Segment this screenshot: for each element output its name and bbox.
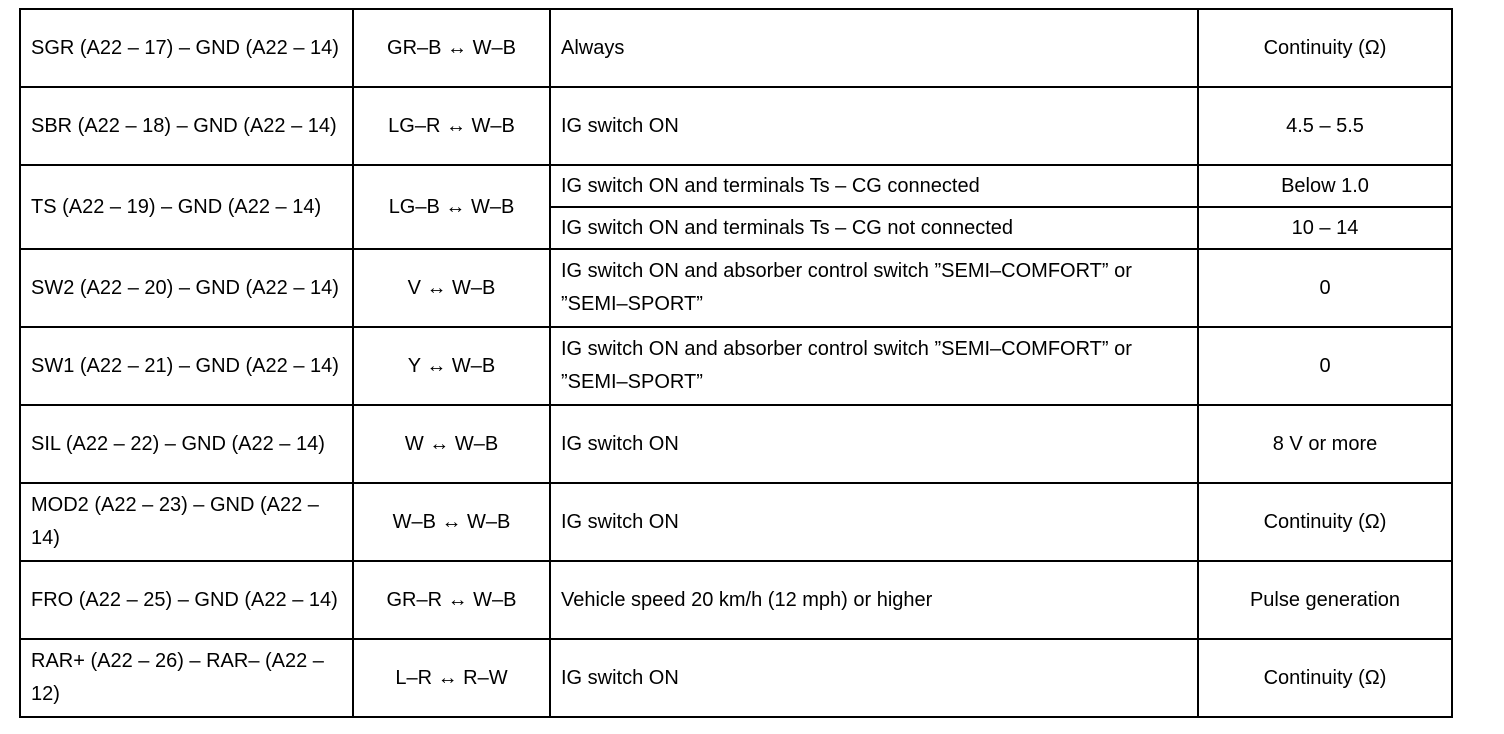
condition-cell: IG switch ON bbox=[549, 404, 1199, 484]
condition-cell: IG switch ON and absorber control switch… bbox=[549, 326, 1199, 406]
specified-condition-cell: 8 V or more bbox=[1197, 404, 1453, 484]
specified-condition-cell: Continuity (Ω) bbox=[1197, 8, 1453, 88]
wire-color-cell: LG–R ↔ W–B bbox=[352, 86, 551, 166]
condition-cell: IG switch ON and terminals Ts – CG not c… bbox=[549, 206, 1199, 250]
condition-cell: IG switch ON and terminals Ts – CG conne… bbox=[549, 164, 1199, 208]
wire-color-cell: Y ↔ W–B bbox=[352, 326, 551, 406]
condition-cell: IG switch ON bbox=[549, 482, 1199, 562]
specified-condition-cell: 0 bbox=[1197, 326, 1453, 406]
table-row: FRO (A22 – 25) – GND (A22 – 14) GR–R ↔ W… bbox=[19, 560, 1453, 640]
specified-condition-cell: Continuity (Ω) bbox=[1197, 638, 1453, 718]
table-row: SIL (A22 – 22) – GND (A22 – 14) W ↔ W–B … bbox=[19, 404, 1453, 484]
terminal-cell: SW1 (A22 – 21) – GND (A22 – 14) bbox=[19, 326, 354, 406]
condition-cell: Vehicle speed 20 km/h (12 mph) or higher bbox=[549, 560, 1199, 640]
specified-condition-cell: 0 bbox=[1197, 248, 1453, 328]
terminal-cell: SBR (A22 – 18) – GND (A22 – 14) bbox=[19, 86, 354, 166]
specified-condition-cell: Continuity (Ω) bbox=[1197, 482, 1453, 562]
specified-condition-cell: 4.5 – 5.5 bbox=[1197, 86, 1453, 166]
specified-condition-cell: 10 – 14 bbox=[1197, 206, 1453, 250]
table-row: SGR (A22 – 17) – GND (A22 – 14) GR–B ↔ W… bbox=[19, 8, 1453, 88]
terminal-spec-table: SGR (A22 – 17) – GND (A22 – 14) GR–B ↔ W… bbox=[19, 8, 1453, 718]
table-row: SW1 (A22 – 21) – GND (A22 – 14) Y ↔ W–B … bbox=[19, 326, 1453, 406]
wire-color-cell: L–R ↔ R–W bbox=[352, 638, 551, 718]
terminal-cell: FRO (A22 – 25) – GND (A22 – 14) bbox=[19, 560, 354, 640]
specified-condition-cell: Below 1.0 bbox=[1197, 164, 1453, 208]
condition-cell: Always bbox=[549, 8, 1199, 88]
wire-color-cell: V ↔ W–B bbox=[352, 248, 551, 328]
table-subrow: IG switch ON and terminals Ts – CG not c… bbox=[20, 206, 1453, 250]
terminal-cell: RAR+ (A22 – 26) – RAR– (A22 – 12) bbox=[19, 638, 354, 718]
wire-color-cell: GR–B ↔ W–B bbox=[352, 8, 551, 88]
terminal-cell: SIL (A22 – 22) – GND (A22 – 14) bbox=[19, 404, 354, 484]
table-row: SW2 (A22 – 20) – GND (A22 – 14) V ↔ W–B … bbox=[19, 248, 1453, 328]
condition-cell: IG switch ON bbox=[549, 638, 1199, 718]
table-row: SBR (A22 – 18) – GND (A22 – 14) LG–R ↔ W… bbox=[19, 86, 1453, 166]
wire-color-cell: W–B ↔ W–B bbox=[352, 482, 551, 562]
terminal-cell: SW2 (A22 – 20) – GND (A22 – 14) bbox=[19, 248, 354, 328]
condition-cell: IG switch ON and absorber control switch… bbox=[549, 248, 1199, 328]
terminal-cell: MOD2 (A22 – 23) – GND (A22 – 14) bbox=[19, 482, 354, 562]
table-row: TS (A22 – 19) – GND (A22 – 14) LG–B ↔ W–… bbox=[19, 164, 1453, 250]
wire-color-cell: W ↔ W–B bbox=[352, 404, 551, 484]
terminal-cell: TS (A22 – 19) – GND (A22 – 14) bbox=[19, 164, 354, 250]
terminal-cell: SGR (A22 – 17) – GND (A22 – 14) bbox=[19, 8, 354, 88]
table-row: MOD2 (A22 – 23) – GND (A22 – 14) W–B ↔ W… bbox=[19, 482, 1453, 562]
table-row: RAR+ (A22 – 26) – RAR– (A22 – 12) L–R ↔ … bbox=[19, 638, 1453, 718]
specified-condition-cell: Pulse generation bbox=[1197, 560, 1453, 640]
condition-cell: IG switch ON bbox=[549, 86, 1199, 166]
wire-color-cell: GR–R ↔ W–B bbox=[352, 560, 551, 640]
wire-color-cell: LG–B ↔ W–B bbox=[352, 164, 551, 250]
